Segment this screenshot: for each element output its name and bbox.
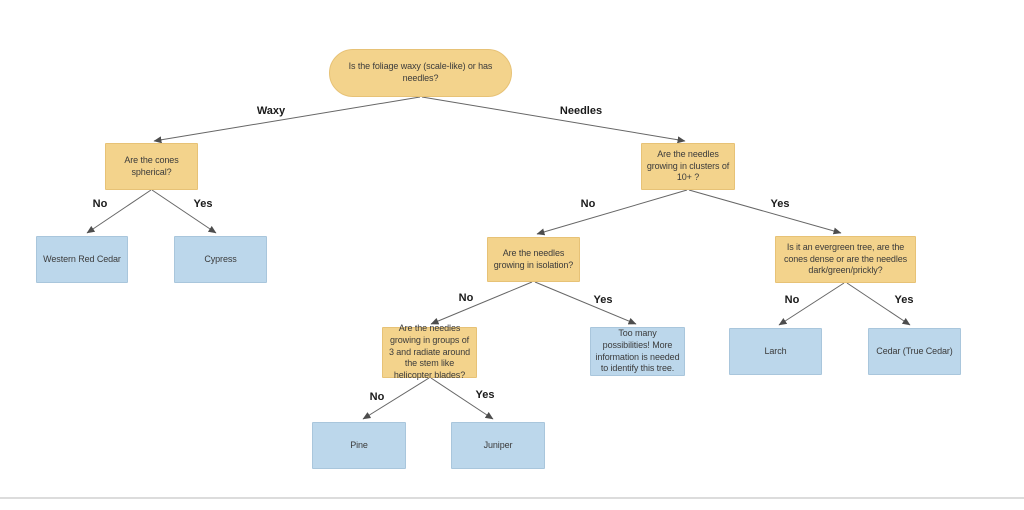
edge-label-evergreen-yes: Yes [894, 294, 914, 306]
edge-label-clusters-no: No [580, 198, 596, 210]
edge-label-waxy: Waxy [256, 105, 286, 117]
node-cones-spherical-question: Are the cones spherical? [105, 143, 198, 190]
edge-isolation-to-groups3 [430, 281, 533, 325]
node-evergreen-question: Is it an evergreen tree, are the cones d… [775, 236, 916, 283]
node-cedar-true-cedar-result: Cedar (True Cedar) [868, 328, 961, 375]
edge-clusters-to-evergreen [688, 189, 842, 235]
edge-label-isolation-yes: Yes [593, 294, 613, 306]
edge-label-groups-yes: Yes [475, 389, 495, 401]
edge-cones-to-cedar-wrc [86, 189, 152, 234]
edge-root-to-clusters [421, 96, 686, 144]
edge-clusters-to-isolation [536, 189, 688, 236]
edge-label-evergreen-no: No [784, 294, 800, 306]
edge-evergreen-to-larch [778, 282, 845, 326]
node-root-question: Is the foliage waxy (scale-like) or has … [329, 49, 512, 97]
edge-evergreen-to-cedar [846, 282, 911, 326]
edge-label-clusters-yes: Yes [770, 198, 790, 210]
edge-groups3-to-pine [362, 377, 430, 420]
node-cypress-result: Cypress [174, 236, 267, 283]
node-larch-result: Larch [729, 328, 822, 375]
node-western-red-cedar-result: Western Red Cedar [36, 236, 128, 283]
edge-root-to-cones [153, 96, 421, 144]
edge-label-cones-no: No [92, 198, 108, 210]
page-bottom-divider [0, 497, 1024, 499]
node-groups-of-3-question: Are the needles growing in groups of 3 a… [382, 323, 477, 380]
node-pine-result: Pine [312, 422, 406, 469]
node-isolation-question: Are the needles growing in isolation? [487, 237, 580, 282]
edge-label-groups-no: No [369, 391, 385, 403]
edge-groups3-to-juniper [430, 377, 494, 420]
edge-label-needles: Needles [559, 105, 603, 117]
edge-label-isolation-no: No [458, 292, 474, 304]
edge-cones-to-cypress [151, 189, 217, 234]
edge-isolation-to-toomany [534, 281, 637, 325]
edge-label-cones-yes: Yes [193, 198, 213, 210]
node-juniper-result: Juniper [451, 422, 545, 469]
node-clusters-10-question: Are the needles growing in clusters of 1… [641, 143, 735, 190]
node-too-many-possibilities-result: Too many possibilities! More information… [590, 327, 685, 376]
